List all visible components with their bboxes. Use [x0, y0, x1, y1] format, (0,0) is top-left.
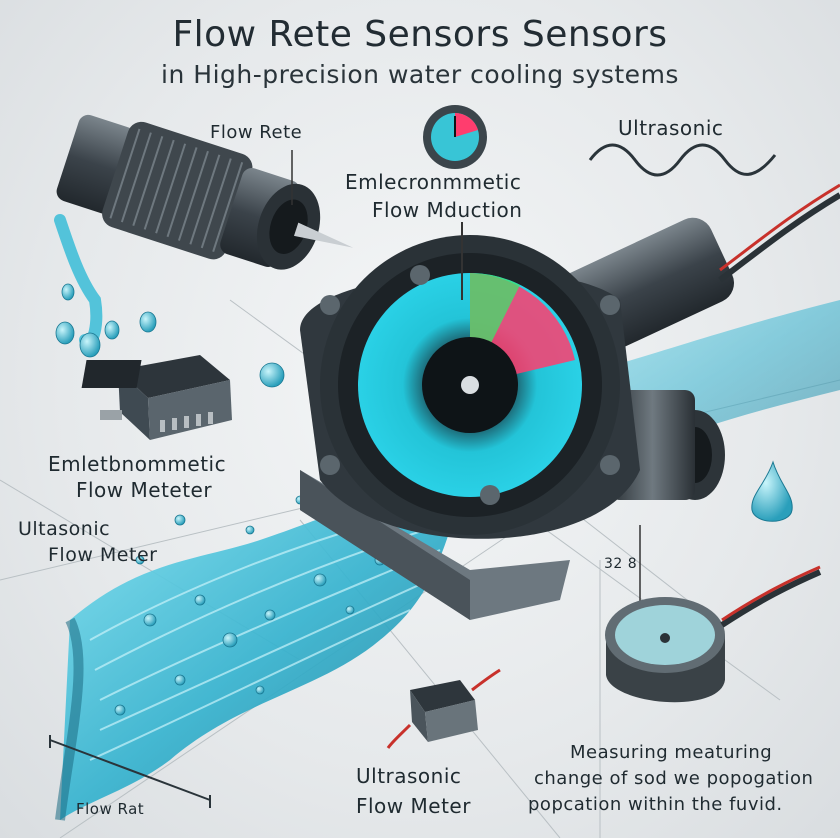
label-ultrasonic-bottom-2: Flow Meter: [356, 794, 471, 818]
label-ultrasonic-left-2: Flow Meter: [48, 544, 158, 566]
flow-dimension-arrow: [49, 739, 211, 801]
label-ultrasonic-bottom-1: Ultrasonic: [356, 764, 462, 788]
label-ultrasonic-top: Ultrasonic: [618, 116, 724, 140]
label-flow-rat: Flow Rat: [76, 800, 145, 818]
label-ultrasonic-left-1: Ultasonic: [18, 518, 111, 540]
water-droplets-left: [55, 283, 285, 388]
chip-sensor: [81, 355, 232, 440]
label-flow-rete: Flow Rete: [210, 122, 303, 143]
small-block-sensor: [386, 668, 501, 749]
label-emf-induction-1: Emlecronmmetic: [345, 170, 522, 194]
cylinder-sensor: [54, 114, 354, 349]
label-emf-meter-1: Emletbnommetic: [48, 452, 227, 476]
label-reading: 32 8: [604, 556, 638, 572]
small-gauge: [423, 105, 487, 169]
caption-line-2: change of sod we popogation: [534, 768, 814, 789]
water-drop-icon: [751, 460, 793, 522]
caption-line-1: Measuring meaturing: [570, 742, 773, 763]
disc-sensor: [605, 565, 822, 703]
title-line-1: Flow Rete Sensors Sensors: [172, 14, 668, 55]
title-line-2: in High-precision water cooling systems: [161, 60, 679, 89]
caption-line-3: popcation within the fuvid.: [528, 794, 783, 815]
label-emf-induction-2: Flow Mduction: [372, 198, 523, 222]
label-emf-meter-2: Flow Meteter: [76, 478, 213, 502]
main-flow-meter: [300, 183, 840, 620]
ultrasonic-wave-icon: [588, 143, 777, 177]
